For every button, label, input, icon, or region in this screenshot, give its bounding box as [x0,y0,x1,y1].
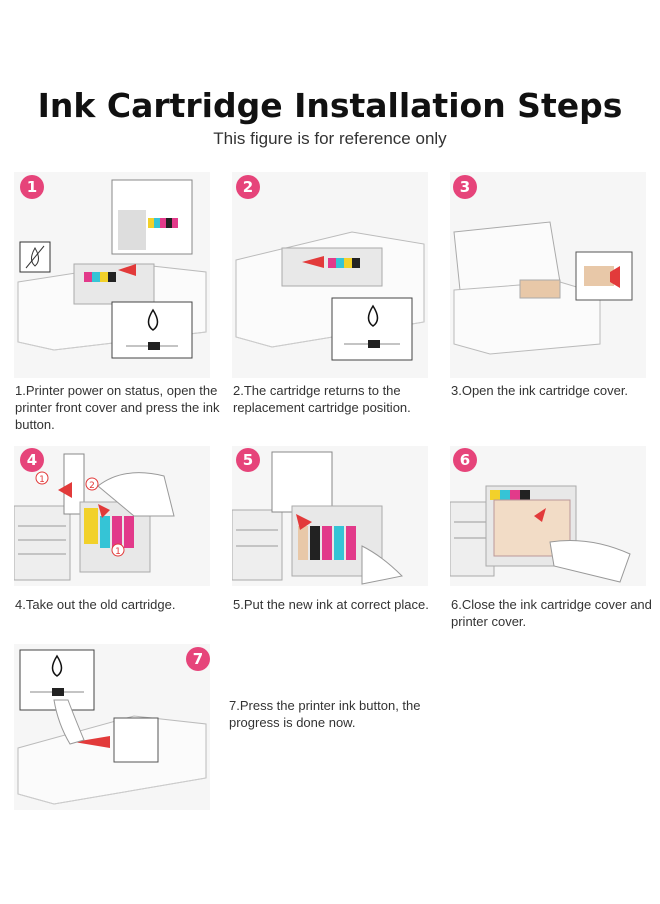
step-3-caption: 3.Open the ink cartridge cover. [451,383,629,398]
step-5-badge: 5 [236,448,260,472]
step-1-badge: 1 [20,175,44,199]
step-4-callout-3: 1 [115,547,121,557]
step-4-illustration [14,446,210,586]
step-2-illustration [232,172,428,378]
step-2-caption: 2.The cartridge returns to the replaceme… [233,383,411,415]
step-4-caption: 4.Take out the old cartridge. [15,597,176,612]
step-7-badge: 7 [186,647,210,671]
step-4-callouts: 1 2 1 [35,471,125,557]
page-subtitle: This figure is for reference only [213,129,447,148]
step-7-caption: 7.Press the printer ink button, the prog… [229,698,421,730]
step-4-callout-2: 2 [89,481,95,491]
step-5-illustration [232,446,428,586]
step-4-badge: 4 [20,448,44,472]
step-2-badge: 2 [236,175,260,199]
step-1-illustration [14,172,210,378]
step-6-illustration [450,446,646,586]
step-3-badge: 3 [453,175,477,199]
step-6-caption: 6.Close the ink cartridge cover and prin… [451,597,652,629]
step-6-badge: 6 [453,448,477,472]
step-7-illustration [14,644,210,810]
step-3-illustration [450,172,646,378]
step-4-callout-1: 1 [39,475,45,485]
step-5-caption: 5.Put the new ink at correct place. [233,597,429,612]
step-1-caption: 1.Printer power on status, open the prin… [15,383,220,432]
page-title: Ink Cartridge Installation Steps [37,86,623,125]
